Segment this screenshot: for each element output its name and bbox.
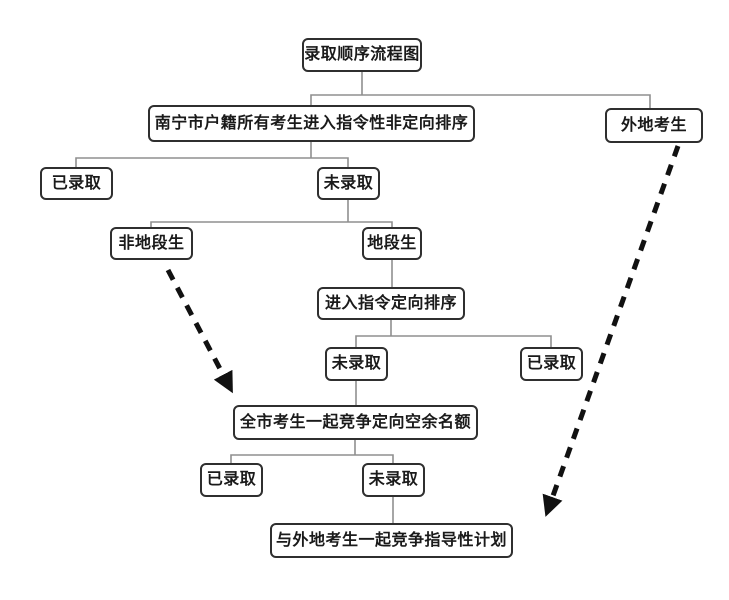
node-nanning-nondirectional-sort: 南宁市户籍所有考生进入指令性非定向排序 [148,105,475,142]
node-not-admitted-level2: 未录取 [325,347,388,381]
node-label: 全市考生一起竞争定向空余名额 [239,413,471,431]
connector-directive-to-row6 [355,320,552,347]
dashed-arrow-out-of-town-to-guidance [542,145,681,517]
connector-notadmitted1-to-row4 [150,200,393,227]
node-label: 未录取 [331,355,382,372]
node-flowchart-title: 录取顺序流程图 [302,38,422,72]
node-district-student: 地段生 [362,227,422,260]
node-non-district-student: 非地段生 [110,227,193,260]
node-label: 进入指令定向排序 [324,294,457,312]
node-admitted-level3: 已录取 [200,463,263,497]
node-compete-guidance-plan: 与外地考生一起竞争指导性计划 [270,523,513,558]
node-label: 录取顺序流程图 [304,46,420,63]
node-label: 未录取 [323,174,374,192]
node-label: 外地考生 [620,116,687,134]
node-not-admitted-level1: 未录取 [317,167,380,200]
dashed-arrow-non-district-to-citywide [165,268,233,394]
node-label: 南宁市户籍所有考生进入指令性非定向排序 [154,114,469,132]
node-citywide-compete-vacant-quota: 全市考生一起竞争定向空余名额 [233,405,478,440]
connector-nanning-to-row3 [75,142,349,167]
node-label: 与外地考生一起竞争指导性计划 [275,531,507,549]
node-admitted-level2: 已录取 [520,347,583,381]
node-not-admitted-level3: 未录取 [362,463,425,497]
node-label: 已录取 [526,355,577,372]
node-label: 非地段生 [118,234,185,252]
connector-title-to-row2 [310,72,651,108]
node-label: 已录取 [206,471,257,488]
connector-citywide-to-row8 [230,440,394,463]
node-label: 未录取 [368,471,419,488]
node-admitted-level1: 已录取 [40,167,113,200]
node-label: 已录取 [51,174,102,192]
node-out-of-town-candidates: 外地考生 [605,108,703,143]
node-directive-directional-sort: 进入指令定向排序 [317,287,465,320]
node-label: 地段生 [367,234,417,252]
